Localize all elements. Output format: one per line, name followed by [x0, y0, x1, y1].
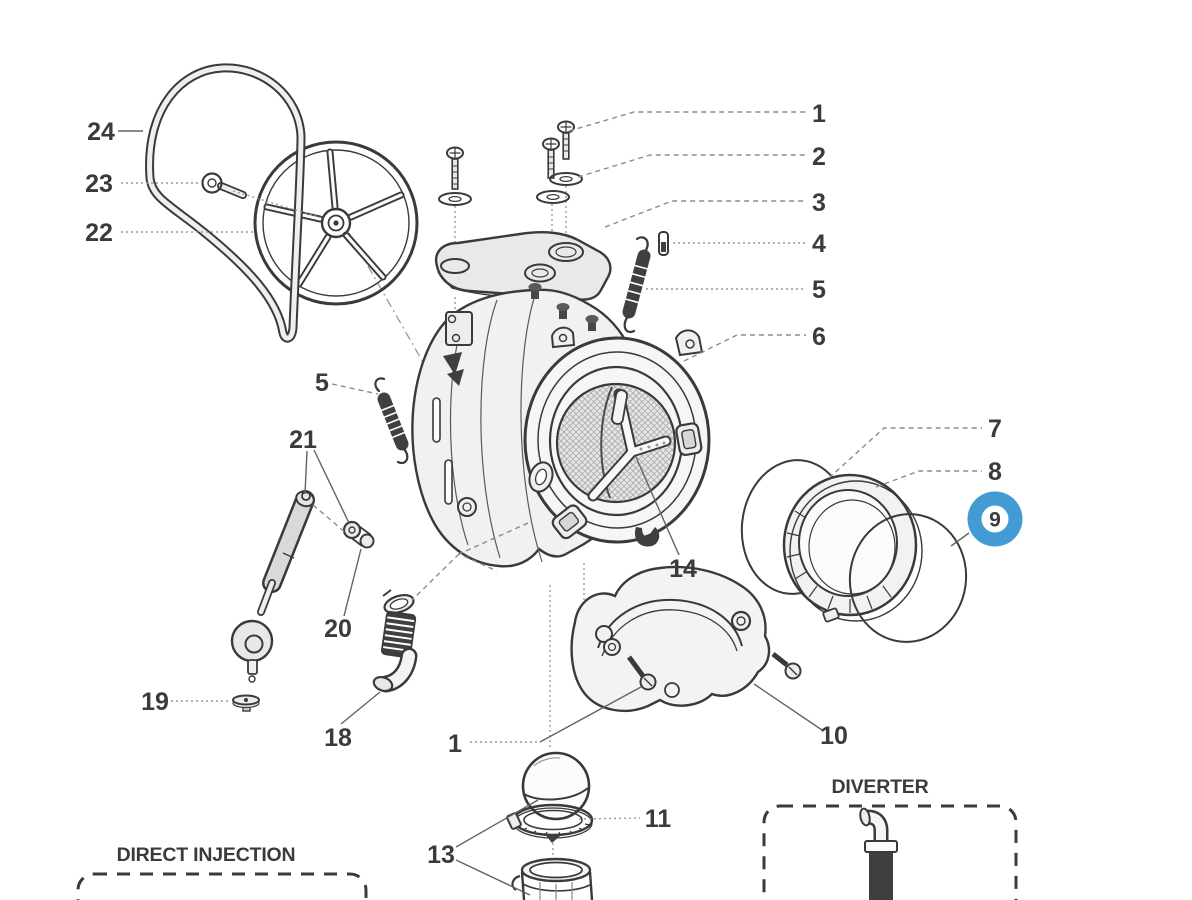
callout-4: 4	[812, 230, 826, 258]
callout-1-top: 1	[812, 100, 826, 128]
callout-6: 6	[812, 323, 826, 351]
leader-lines	[118, 111, 982, 896]
callout-5-left-label: 5	[315, 369, 329, 397]
callout-1-bottom-label: 1	[448, 730, 462, 758]
ring-lugs	[528, 326, 704, 547]
callout-23: 23	[85, 170, 113, 198]
screw	[446, 146, 464, 190]
callout-20-label: 20	[324, 615, 352, 643]
foot-screw	[232, 694, 260, 712]
suspension-spring-upper	[622, 236, 651, 334]
callout-3-label: 3	[812, 189, 826, 217]
bracket-screw-left	[626, 655, 657, 691]
callout-8: 8	[988, 458, 1002, 486]
tub-top-studs	[528, 283, 599, 331]
callout-10-label: 10	[820, 722, 848, 750]
callout-2-label: 2	[812, 143, 826, 171]
callout-21: 21	[289, 426, 317, 454]
diverter-label: DIVERTER	[832, 776, 929, 798]
drain-hose-stub	[511, 857, 594, 900]
drum-pulley	[253, 140, 419, 306]
bellows-hose	[372, 589, 418, 693]
tub-top-bracket	[445, 311, 473, 346]
callout-22-label: 22	[85, 219, 113, 247]
tub-assembly	[411, 283, 711, 568]
collar-ticks	[786, 510, 892, 613]
callout-5-upper: 5	[812, 276, 826, 304]
callout-21-label: 21	[289, 426, 317, 454]
shock-foot	[230, 619, 274, 683]
callout-13-label: 13	[427, 841, 455, 869]
callout-3: 3	[812, 189, 826, 217]
callout-7: 7	[988, 415, 1002, 443]
callout-11: 11	[645, 805, 672, 833]
washer	[438, 192, 472, 206]
callout-5-left: 5	[315, 369, 329, 397]
mounting-screws-top	[438, 120, 583, 206]
callout-14-label: 14	[669, 555, 697, 583]
shock-pin	[342, 520, 375, 549]
door-clamp-ring	[848, 513, 968, 643]
direct-injection-label: DIRECT INJECTION	[117, 844, 296, 866]
callout-10: 10	[820, 722, 848, 750]
callout-19-label: 19	[141, 688, 169, 716]
callout-24: 24	[87, 118, 115, 146]
washer	[549, 172, 583, 186]
counterweight	[434, 231, 612, 301]
drive-belt	[145, 63, 306, 343]
callout-6-label: 6	[812, 323, 826, 351]
retaining-pin	[658, 231, 669, 256]
callout-18: 18	[324, 724, 352, 752]
bracket-screw-right	[771, 652, 802, 680]
callout-22: 22	[85, 219, 113, 247]
diverter-hose	[859, 807, 898, 900]
callout-11-label: 11	[645, 805, 672, 833]
callout-18-label: 18	[324, 724, 352, 752]
check-ball	[521, 751, 591, 821]
door-gasket-collar	[782, 473, 923, 623]
support-bracket	[570, 565, 802, 713]
callout-7-label: 7	[988, 415, 1002, 443]
selection-ring-center	[981, 505, 1009, 533]
highlighted-callout-9[interactable]: 9	[967, 491, 1023, 547]
callout-1-top-label: 1	[812, 100, 826, 128]
clamp-ring	[506, 803, 594, 843]
callout-19: 19	[141, 688, 169, 716]
pulley-bolt	[201, 172, 247, 199]
callout-1-bottom: 1	[448, 730, 462, 758]
drum-paddles	[587, 388, 672, 502]
callout-23-label: 23	[85, 170, 113, 198]
callout-13: 13	[427, 841, 455, 869]
suspension-spring-left	[374, 377, 409, 465]
callout-9-label: 9	[989, 509, 1001, 532]
direct-injection-box: DIRECT INJECTION	[76, 844, 368, 900]
callout-2: 2	[812, 143, 826, 171]
diverter-box: DIVERTER	[762, 776, 1018, 900]
callout-8-label: 8	[988, 458, 1002, 486]
callout-14: 14	[669, 555, 697, 583]
screw	[542, 137, 560, 179]
callout-24-label: 24	[87, 118, 115, 146]
callout-4-label: 4	[812, 230, 826, 258]
drum-opening	[555, 382, 677, 504]
callout-5-upper-label: 5	[812, 276, 826, 304]
callout-20: 20	[324, 615, 352, 643]
screw	[557, 120, 575, 160]
pulley-spokes	[263, 148, 405, 288]
shock-absorber	[230, 490, 315, 683]
washer	[536, 190, 570, 204]
